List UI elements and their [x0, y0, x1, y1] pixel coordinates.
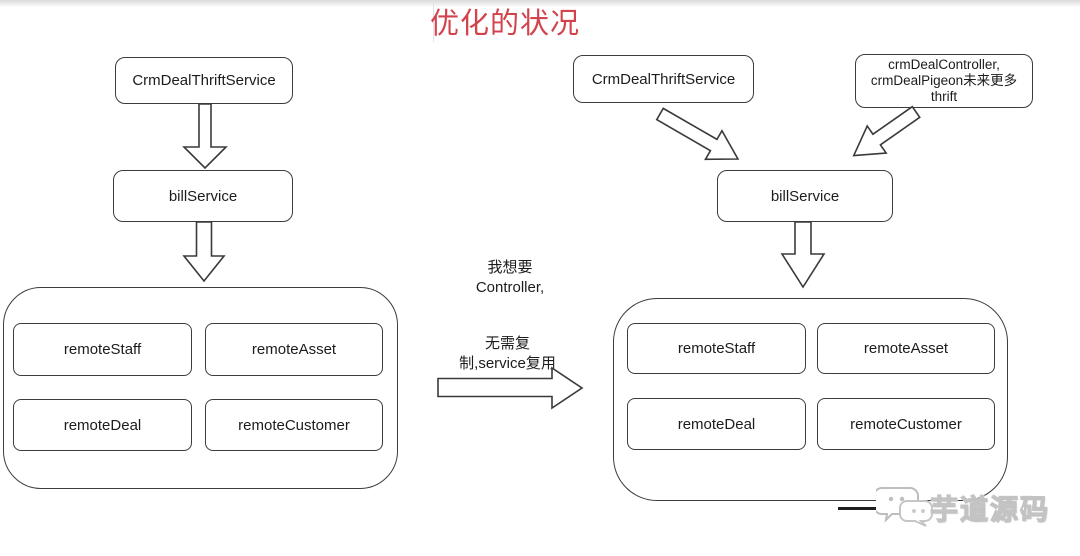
node-remote-customer-right: remoteCustomer [817, 398, 995, 450]
watermark-text: 芋道源码 [929, 493, 1051, 525]
node-remote-deal-right: remoteDeal [627, 398, 806, 450]
annotation-line: 我想要 [487, 259, 533, 276]
watermark-dash [838, 507, 908, 510]
node-label-line: crmDealController, [888, 57, 1000, 72]
annotation-line: 无需复 [484, 335, 530, 352]
down-arrow-icon [182, 103, 228, 170]
node-bill-service-right: billService [717, 170, 893, 222]
faint-vertical-divider [433, 0, 434, 42]
watermark: 芋道源码 [830, 480, 1070, 536]
node-remote-staff-left: remoteStaff [13, 323, 192, 376]
node-remote-customer-left: remoteCustomer [205, 399, 383, 451]
node-bill-service-left: billService [113, 170, 293, 222]
node-remote-asset-left: remoteAsset [205, 323, 383, 376]
node-crm-deal-thrift-service-right: CrmDealThriftService [573, 55, 754, 103]
node-remote-staff-right: remoteStaff [627, 323, 806, 374]
wechat-bubbles-icon [876, 487, 933, 527]
right-arrow-icon [437, 366, 584, 410]
annotation-line: 制,service复用 [459, 355, 556, 372]
node-remote-asset-right: remoteAsset [817, 323, 995, 374]
down-arrow-icon [182, 221, 226, 283]
page-title: 优化的状况 [430, 8, 581, 40]
node-crm-deal-thrift-service-left: CrmDealThriftService [115, 57, 293, 104]
node-remote-deal-left: remoteDeal [13, 399, 192, 451]
annotation-service-reuse: 无需复 制,service复用 [425, 334, 590, 374]
node-label-line: crmDealPigeon未来更多 [870, 73, 1018, 88]
annotation-line: Controller, [475, 279, 545, 296]
diagonal-down-right-arrow-icon [655, 107, 740, 161]
top-edge-decoration [0, 0, 1080, 7]
node-crm-deal-controller-pigeon: crmDealController, crmDealPigeon未来更多 thr… [855, 54, 1033, 108]
node-label-line: thrift [930, 89, 958, 104]
annotation-want-controller: 我想要 Controller, [435, 258, 585, 298]
diagonal-down-left-arrow-icon [852, 105, 921, 157]
service-container-left [3, 287, 398, 489]
down-arrow-icon [780, 221, 826, 289]
